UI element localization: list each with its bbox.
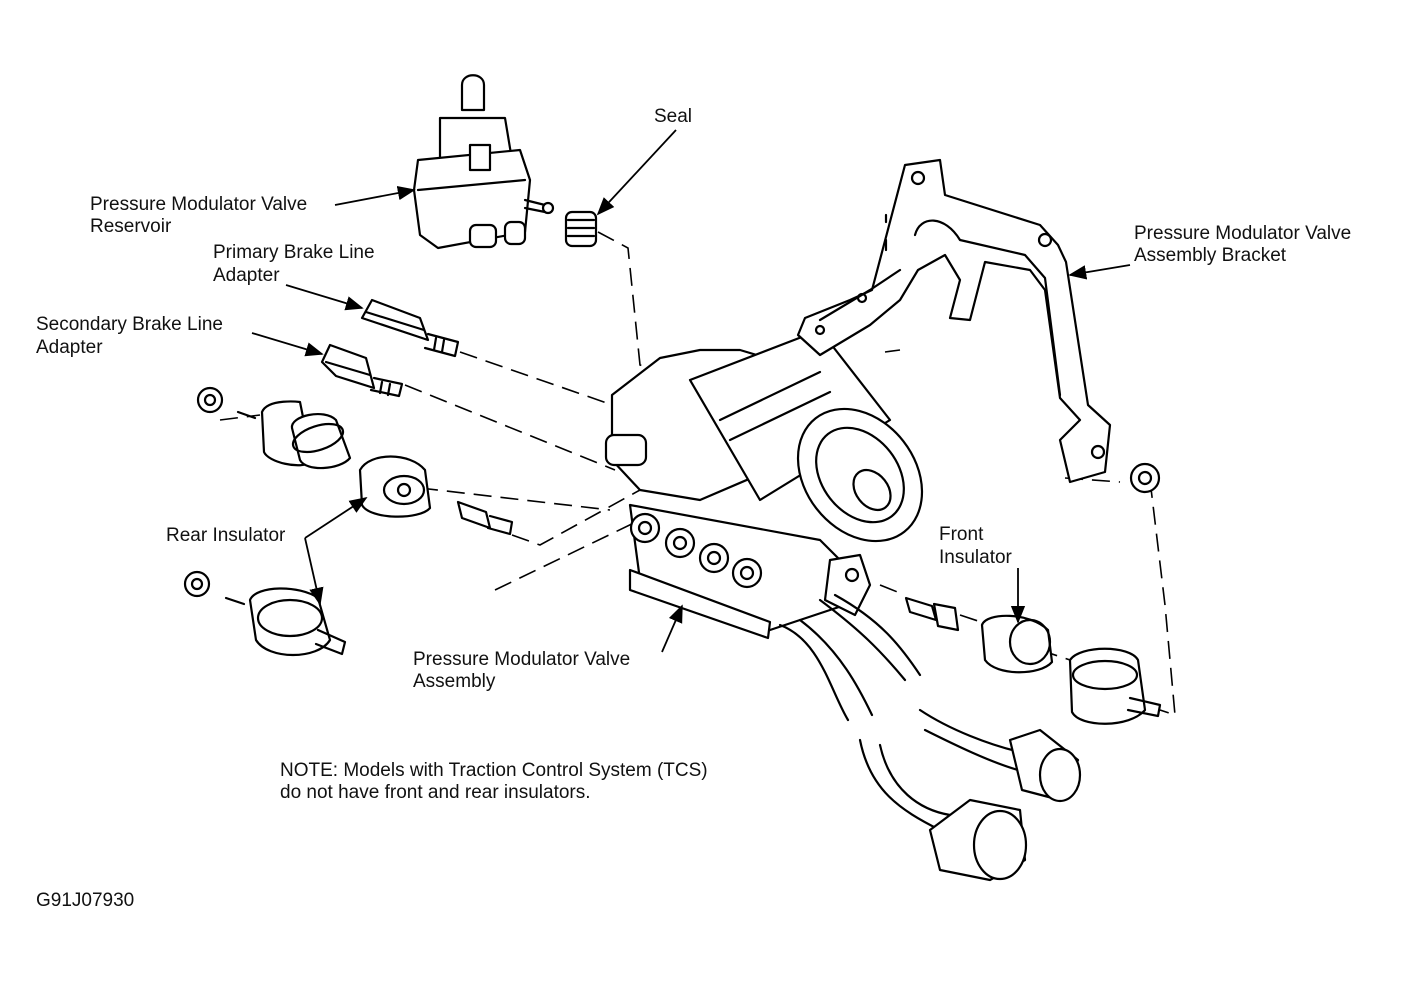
primary-adapter-part (360, 298, 460, 358)
rear-insulator-part (358, 455, 432, 518)
rear-stud-part (456, 500, 514, 536)
secondary-adapter-label-line2: Adapter (36, 337, 103, 358)
seal-part (564, 210, 598, 248)
note-line1: NOTE: Models with Traction Control Syste… (280, 760, 708, 781)
front-insulator-label-line2: Insulator (939, 547, 1012, 568)
reservoir-part (412, 74, 555, 250)
figure-id: G91J07930 (36, 890, 135, 911)
reservoir-label-line1: Pressure Modulator Valve (90, 194, 308, 215)
secondary-adapter-label-line1: Secondary Brake Line (36, 314, 223, 335)
bracket-label-line2: Assembly Bracket (1134, 245, 1287, 266)
assembly-label-line1: Pressure Modulator Valve (413, 649, 631, 670)
rear-insulator-lower (183, 570, 347, 657)
front-insulator-label-line1: Front (939, 524, 984, 545)
primary-adapter-label-line2: Adapter (213, 265, 280, 286)
secondary-adapter-part (320, 343, 404, 398)
primary-adapter-label-line1: Primary Brake Line (213, 242, 375, 263)
note-line2: do not have front and rear insulators. (280, 782, 591, 803)
modulator-assembly-part (604, 328, 924, 640)
reservoir-label-line2: Reservoir (90, 216, 172, 237)
rear-insulator-label: Rear Insulator (166, 525, 286, 546)
rear-insulator-upper (196, 386, 352, 470)
assembly-label-line2: Assembly (413, 671, 496, 692)
leader-lines (251, 129, 1131, 653)
front-insulator-group (904, 462, 1162, 725)
assembly-bracket-part (796, 158, 1112, 484)
wiring-harness (778, 593, 1082, 882)
seal-label: Seal (654, 106, 693, 127)
bracket-label-line1: Pressure Modulator Valve (1134, 223, 1352, 244)
